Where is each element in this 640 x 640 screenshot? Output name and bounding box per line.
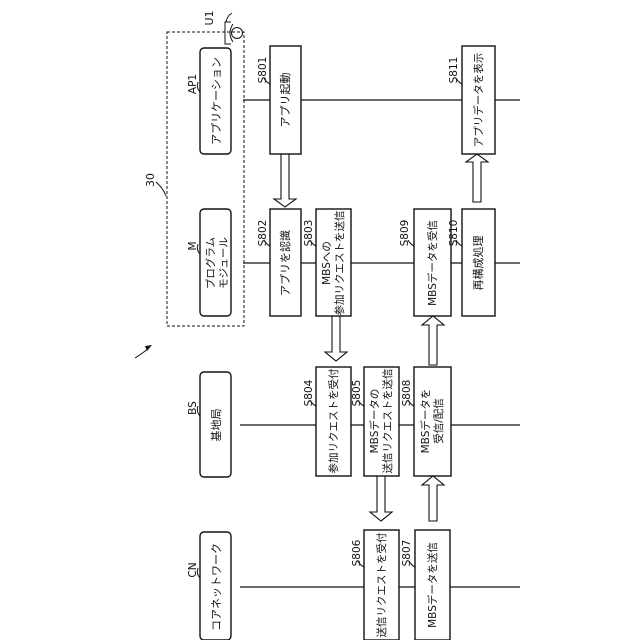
user-ref-leader: [226, 13, 232, 22]
step-s808-id: S808: [401, 380, 413, 407]
lane-ap1-ref: AP1: [187, 74, 199, 94]
step-s803-id: S803: [303, 220, 315, 247]
step-s801-text: アプリ起動: [278, 73, 292, 128]
group-ref-leader: [156, 182, 166, 196]
step-s810-id: S810: [448, 220, 460, 247]
lane-m-ref: M: [187, 241, 199, 250]
arrow-s803-to-s804: [325, 316, 347, 361]
lane-cn-ref: CN: [187, 562, 199, 577]
step-s807-id: S807: [401, 540, 413, 567]
arrow-s807-to-s808: [422, 476, 444, 521]
step-s806-text: 送信リクエストを受付: [375, 533, 388, 638]
arrow-s810-to-s811: [466, 154, 488, 202]
user-ref-label: U1: [203, 10, 216, 25]
step-s808-text-line1: MBSデータを: [419, 389, 432, 454]
step-s802-text: アプリを認識: [278, 230, 292, 296]
step-s805-text-line2: 送信リクエストを送信: [381, 369, 394, 474]
lane-bs-ref: BS: [187, 401, 199, 415]
step-s810-text: 再構成処理: [472, 236, 485, 291]
step-s811-id: S811: [448, 57, 460, 84]
lane-cn-name: コアネットワーク: [210, 543, 223, 631]
step-s811-text: アプリデータを表示: [472, 53, 485, 148]
step-s803-text-line1: MBSへの: [321, 241, 333, 285]
step-s804-text: 参加リクエストを受付: [327, 369, 340, 474]
lane-m-name-line1: プログラム: [204, 237, 217, 289]
step-s805-text-line1: MBSデータの: [368, 389, 381, 454]
lane-ap1-name: アプリケーション: [210, 57, 223, 145]
arrow-s801-to-s802: [274, 154, 296, 207]
arrow-s805-to-s806: [370, 476, 392, 521]
step-s803-text-line2: 参加リクエストを送信: [333, 211, 346, 316]
step-s807-text: MBSデータを送信: [426, 542, 439, 628]
group-ref-label: 30: [144, 173, 157, 187]
step-s806-id: S806: [351, 539, 363, 566]
step-s804-id: S804: [303, 379, 315, 406]
arrow-s808-to-s809: [422, 316, 444, 365]
step-s808-text-line2: 受信/配信: [433, 398, 445, 444]
step-s801-id: S801: [257, 57, 269, 84]
step-s805-id: S805: [351, 380, 363, 407]
step-s802-id: S802: [257, 220, 269, 247]
lane-bs-name: 基地局: [210, 409, 223, 442]
user-icon: [225, 22, 243, 44]
step-s809-text: MBSデータを受信: [426, 220, 439, 306]
lane-m-name-line2: モジュール: [218, 237, 230, 289]
